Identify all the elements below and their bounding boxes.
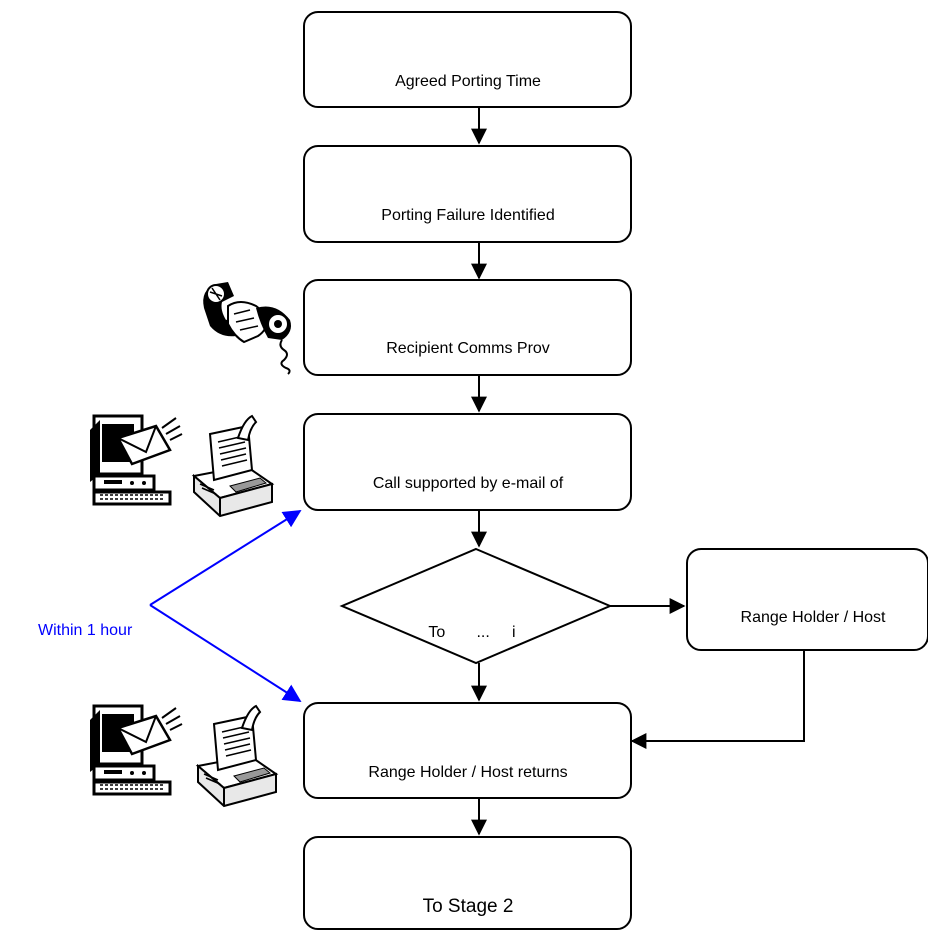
box-call-supported xyxy=(303,413,632,511)
label-recipient-comms-prov: Recipient Comms Prov xyxy=(386,340,550,357)
label-within-1-hour: Within 1 hour xyxy=(38,622,133,639)
box-recipient-comms-prov xyxy=(303,279,632,376)
fax-machine-icon xyxy=(193,415,273,517)
arrow-range-holder-to-returns xyxy=(630,650,805,749)
box-range-holder-returns xyxy=(303,702,632,799)
box-to-stage-2 xyxy=(303,836,632,930)
box-agreed-porting-time xyxy=(303,11,632,108)
label-call-supported: Call supported by e-mail of xyxy=(373,475,564,492)
computer-email-icon-2 xyxy=(88,704,184,796)
box-porting-failure xyxy=(303,145,632,243)
decision-diamond xyxy=(339,547,613,665)
fax-machine-icon-2 xyxy=(197,705,277,807)
telephone-handset-icon xyxy=(203,282,291,375)
label-clip-mask xyxy=(30,636,150,648)
label-range-holder-returns: Range Holder / Host returns xyxy=(368,764,567,781)
blue-arrow-to-call xyxy=(149,510,302,606)
label-to-stage-2: To Stage 2 xyxy=(423,896,514,917)
blue-arrow-to-returns xyxy=(149,604,302,702)
label-porting-failure: Porting Failure Identified xyxy=(381,207,554,224)
computer-email-icon xyxy=(88,414,184,506)
label-agreed-porting-time: Agreed Porting Time xyxy=(395,73,541,90)
label-range-holder-host: Range Holder / Host xyxy=(741,609,887,626)
box-range-holder-host xyxy=(686,548,928,651)
label-decision: To ... i xyxy=(428,624,515,641)
